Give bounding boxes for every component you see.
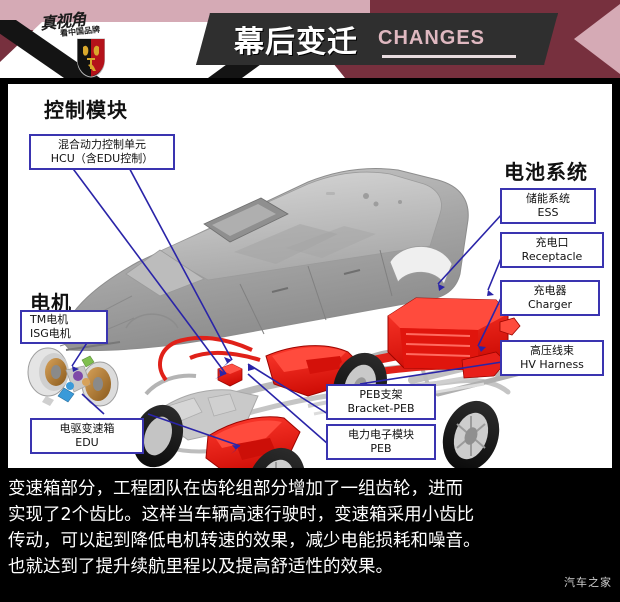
motor-assembly-illustration [27,347,119,407]
label-bracket-peb[interactable]: PEB支架 Bracket-PEB [326,384,436,420]
label-hv-harness[interactable]: 高压线束 HV Harness [500,340,604,376]
hcu-component [217,363,243,387]
diagram-illustration [27,161,551,468]
label-peb[interactable]: 电力电子模块 PEB [326,424,436,460]
label-hcu[interactable]: 混合动力控制单元 HCU（含EDU控制） [29,134,175,170]
header-right-chevron [550,0,620,78]
site-watermark: 汽车之家 [564,576,612,589]
label-motor-types-line2: ISG电机 [30,327,71,340]
label-edu-line2: EDU [75,436,99,449]
label-ess[interactable]: 储能系统 ESS [500,188,596,224]
label-hcu-line2: HCU（含EDU控制） [50,152,154,165]
label-motor-types[interactable]: TM电机 ISG电机 [20,310,108,344]
wheel-front-left [132,404,184,468]
caption-block: 变速箱部分，工程团队在齿轮组部分增加了一组齿轮，进而 实现了2个齿比。这样当车辆… [0,470,620,602]
label-ess-line1: 储能系统 [526,192,570,206]
label-bracket-peb-line1: PEB支架 [359,388,403,402]
header-title-plate: 幕后变迁 CHANGES [196,13,558,65]
label-edu-line1: 电驱变速箱 [59,422,115,436]
label-charger-line1: 充电器 [533,284,567,298]
label-hcu-line1: 混合动力控制单元 [58,138,146,152]
label-receptacle[interactable]: 充电口 Receptacle [500,232,604,268]
caption-line-3: 传动，可以起到降低电机转速的效果，减少电能损耗和噪音。 [8,531,481,551]
page-header: 真视角 看中国品牌 幕后变迁 CHANGES [0,0,620,78]
battery-pack [387,297,521,379]
leader-lines [67,161,503,447]
vehicle-powertrain-diagram: 控制模块 电机 电池系统 混合动力控制单元 HCU（含EDU控制） TM电机 I… [8,84,612,468]
caption-line-4: 也就达到了提升续航里程以及提高舒适性的效果。 [8,557,393,577]
label-hv-harness-line2: HV Harness [520,358,584,371]
label-edu[interactable]: 电驱变速箱 EDU [30,418,144,454]
page-title-en: CHANGES [378,27,486,49]
page-title-cn: 幕后变迁 [234,25,358,60]
label-ess-line2: ESS [537,206,559,219]
heading-control-module: 控制模块 [44,98,128,122]
title-underline [382,55,516,58]
wheel-rear-right [442,400,500,468]
caption-line-2: 实现了2个齿比。这样当车辆高速行驶时，变速箱采用小齿比 [8,505,475,525]
rear-drive-unit [158,335,456,397]
wheel-front-right [246,447,306,468]
car-body-shell [59,168,469,351]
brand-logo: 真视角 看中国品牌 [24,6,134,78]
heading-battery-system: 电池系统 [504,160,588,184]
label-charger-line2: Charger [528,298,572,311]
label-peb-line2: PEB [370,442,392,455]
label-motor-types-line1: TM电机 [30,313,69,327]
label-receptacle-line2: Receptacle [521,250,583,263]
roewe-shield-emblem-icon [77,38,105,78]
label-charger[interactable]: 充电器 Charger [500,280,600,316]
label-bracket-peb-line2: Bracket-PEB [347,402,415,415]
label-receptacle-line1: 充电口 [535,236,569,250]
caption-line-1: 变速箱部分，工程团队在齿轮组部分增加了一组齿轮，进而 [8,479,463,499]
label-hv-harness-line1: 高压线束 [530,344,574,358]
label-peb-line1: 电力电子模块 [348,428,414,442]
